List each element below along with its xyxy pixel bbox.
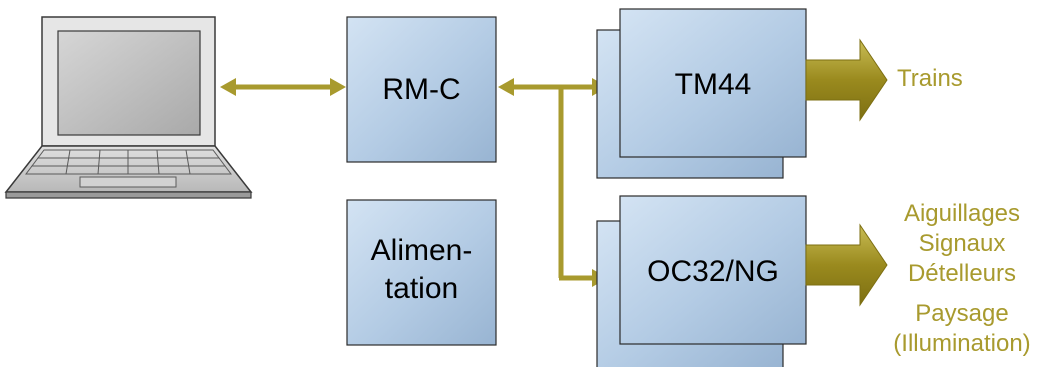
- output-item: Aiguillages: [904, 200, 1020, 227]
- oc32-module-stack: OC32/NG: [596, 195, 807, 367]
- output-item: Signaux: [919, 230, 1006, 257]
- power-supply-box: Alimen- tation: [346, 199, 497, 346]
- output-item: Dételleurs: [908, 260, 1016, 287]
- power-label-line1: Alimen-: [371, 234, 473, 267]
- output-list-oc32: Aiguillages Signaux Dételleurs Paysage (…: [893, 200, 1030, 357]
- output-arrow-oc32: [805, 223, 888, 307]
- tm44-label: TM44: [675, 68, 752, 101]
- output-label-trains: Trains: [897, 65, 963, 92]
- tm44-module-stack: TM44: [596, 8, 807, 179]
- rmc-box: RM-C: [346, 16, 497, 163]
- power-label-line2: tation: [385, 272, 458, 305]
- oc32-label: OC32/NG: [647, 255, 779, 288]
- link-rmc-bus: [498, 78, 608, 287]
- output-item: Paysage: [915, 300, 1008, 327]
- output-item: (Illumination): [893, 330, 1030, 357]
- rmc-label: RM-C: [382, 73, 460, 106]
- laptop-icon: [4, 16, 253, 199]
- output-arrow-trains: [805, 38, 888, 122]
- link-laptop-rmc: [220, 78, 346, 96]
